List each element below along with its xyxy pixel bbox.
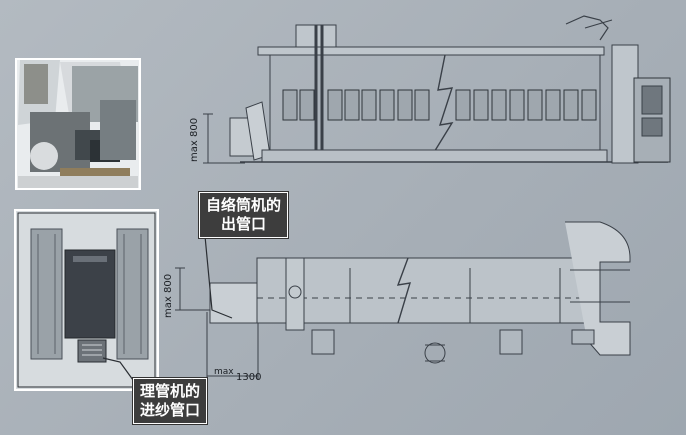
inlet-callout: 理管机的 进纱管口 <box>133 378 208 424</box>
plan-length-value: 1300 <box>236 372 262 383</box>
plan-length-prefix: max <box>214 367 234 377</box>
machine-photo <box>15 58 141 190</box>
outlet-callout-line2: 出管口 <box>221 215 267 233</box>
side-elevation <box>203 15 671 164</box>
outlet-callout-line1: 自络筒机的 <box>206 196 282 214</box>
inlet-callout-line2: 进纱管口 <box>140 401 201 419</box>
plan-height-label: max 800 <box>163 273 174 318</box>
top-height-label: max 800 <box>189 117 200 162</box>
inlet-callout-line1: 理管机的 <box>140 382 201 400</box>
outlet-callout: 自络筒机的 出管口 <box>199 192 289 238</box>
plan-length-label: max <box>214 366 234 377</box>
plan-view <box>175 221 631 380</box>
bin-plan-view <box>14 209 159 391</box>
outlet-leader <box>204 235 233 319</box>
